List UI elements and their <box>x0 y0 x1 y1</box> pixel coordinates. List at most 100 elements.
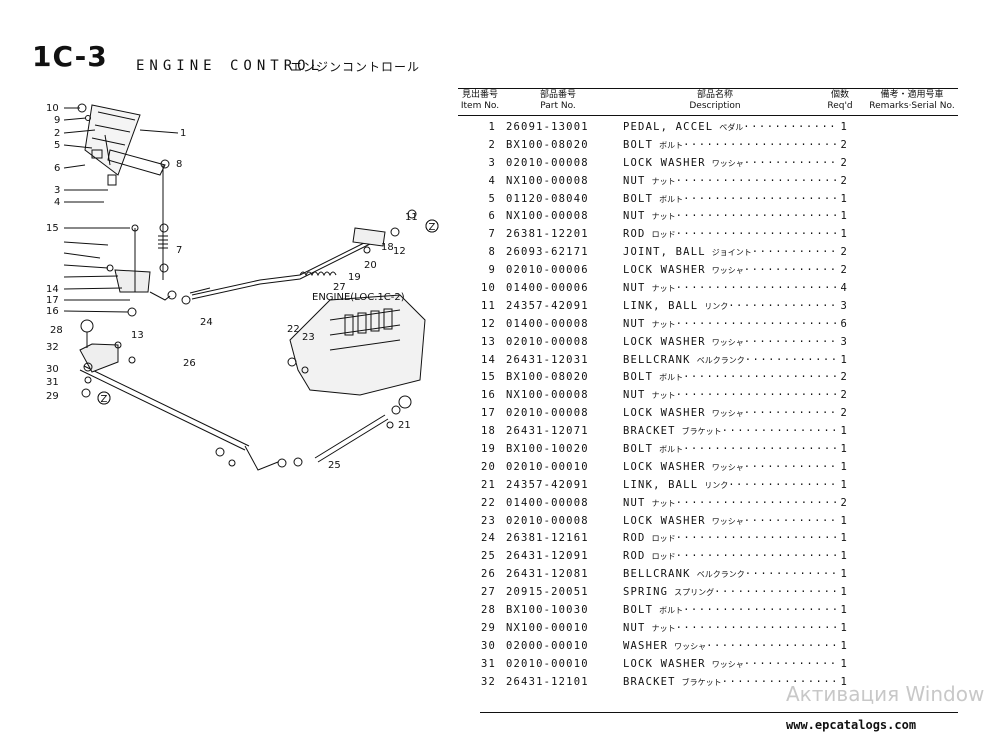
part-no: 01400-00008 <box>506 496 589 509</box>
quantity: 1 <box>840 478 848 491</box>
description-jp: ワッシャ <box>674 641 707 651</box>
description-jp: リンク <box>704 301 729 311</box>
svg-text:Z: Z <box>429 222 436 233</box>
quantity: 2 <box>840 246 848 259</box>
quantity: 1 <box>840 121 848 133</box>
quantity: 1 <box>840 514 848 527</box>
item-no: 10 <box>480 282 496 295</box>
description: LOCK WASHERワッシャ·························… <box>623 512 838 531</box>
description-en: BRACKET <box>623 675 676 688</box>
leader-dots: ·································· <box>675 621 838 634</box>
quantity: 1 <box>840 621 848 634</box>
description-jp: ナット <box>651 176 676 186</box>
description-en: LOCK WASHER <box>623 335 706 348</box>
description-jp: ワッシャ <box>711 266 744 276</box>
description-en: BOLT <box>623 192 654 205</box>
quantity: 2 <box>840 174 848 187</box>
leader-dots: ·································· <box>744 568 838 581</box>
item-no: 13 <box>480 335 496 348</box>
item-no: 26 <box>480 568 496 581</box>
description-jp: ペダル <box>719 123 744 132</box>
description-jp: ワッシャ <box>711 409 744 419</box>
item-no: 21 <box>480 478 496 491</box>
leader-dots: ·································· <box>683 192 838 205</box>
callout-15: 15 <box>46 223 59 234</box>
svg-text:Z: Z <box>101 394 108 405</box>
leader-dots: ·································· <box>683 371 838 384</box>
part-no: 26431-12091 <box>506 550 589 563</box>
description-en: NUT <box>623 210 646 223</box>
part-no: BX100-08020 <box>506 371 589 384</box>
callout-6: 6 <box>54 163 60 174</box>
callout-16: 16 <box>46 306 59 317</box>
item-no: 19 <box>480 443 496 456</box>
callout-2: 2 <box>54 128 60 139</box>
item-no: 14 <box>480 353 496 366</box>
quantity: 6 <box>840 317 848 330</box>
leader-dots: ·································· <box>706 639 838 652</box>
table-row: 4NX100-00008NUTナット······················… <box>458 172 958 190</box>
quantity: 3 <box>840 335 848 348</box>
callout-23: 23 <box>302 332 315 343</box>
description-jp: ワッシャ <box>711 659 744 669</box>
quantity: 1 <box>840 675 848 688</box>
callout-20: 20 <box>364 260 377 271</box>
description-en: LOCK WASHER <box>623 156 706 169</box>
leader-dots: ·································· <box>728 478 838 491</box>
callout-31: 31 <box>46 377 59 388</box>
description-jp: ナット <box>651 498 676 508</box>
quantity: 1 <box>840 460 848 473</box>
quantity: 1 <box>840 353 848 366</box>
description-en: LOCK WASHER <box>623 514 706 527</box>
leader-dots: ·································· <box>675 228 838 241</box>
callout-25: 25 <box>328 460 341 471</box>
callout-7: 7 <box>176 245 182 256</box>
table-row: 501120-08040BOLTボルト·····················… <box>458 190 958 208</box>
footer-rule <box>480 712 958 713</box>
quantity: 1 <box>840 639 848 652</box>
leader-dots: ·································· <box>743 156 838 169</box>
part-no: 26431-12031 <box>506 353 589 366</box>
item-no: 15 <box>480 371 496 384</box>
part-no: 01400-00008 <box>506 317 589 330</box>
callout-11: 11 <box>405 212 418 223</box>
callout-17: 17 <box>46 295 59 306</box>
description: BRACKETブラケット····························… <box>623 422 838 441</box>
quantity: 2 <box>840 389 848 402</box>
quantity: 1 <box>840 550 848 563</box>
callout-27: 27 <box>333 282 346 293</box>
leader-dots: ·································· <box>675 317 838 330</box>
description: SPRINGスプリング·····························… <box>623 583 838 602</box>
leader-dots: ·································· <box>683 443 838 456</box>
description: LOCK WASHERワッシャ·························… <box>623 404 838 423</box>
description-en: BOLT <box>623 371 654 384</box>
description-jp: ブラケット <box>681 427 722 437</box>
description-jp: ナット <box>651 212 676 222</box>
part-no: 02010-00010 <box>506 460 589 473</box>
callout-3: 3 <box>54 185 60 196</box>
part-no: NX100-00010 <box>506 621 589 634</box>
leader-dots: ·································· <box>675 550 838 563</box>
item-no: 2 <box>488 138 496 151</box>
description-en: LOCK WASHER <box>623 657 706 670</box>
description-en: ROD <box>623 228 646 241</box>
description: BELLCRANKベルクランク·························… <box>623 565 838 584</box>
description-en: BOLT <box>623 604 654 617</box>
leader-dots: ·································· <box>675 282 838 295</box>
description: LOCK WASHERワッシャ·························… <box>623 261 838 280</box>
website-link[interactable]: www.epcatalogs.com <box>786 718 917 732</box>
leader-dots: ·································· <box>683 138 838 151</box>
item-no: 5 <box>488 192 496 205</box>
table-row: 6NX100-00008NUTナット······················… <box>458 207 958 225</box>
leader-dots: ·································· <box>728 299 838 312</box>
leader-dots: ·································· <box>744 353 838 366</box>
table-row: 19BX100-10020BOLTボルト····················… <box>458 440 958 458</box>
